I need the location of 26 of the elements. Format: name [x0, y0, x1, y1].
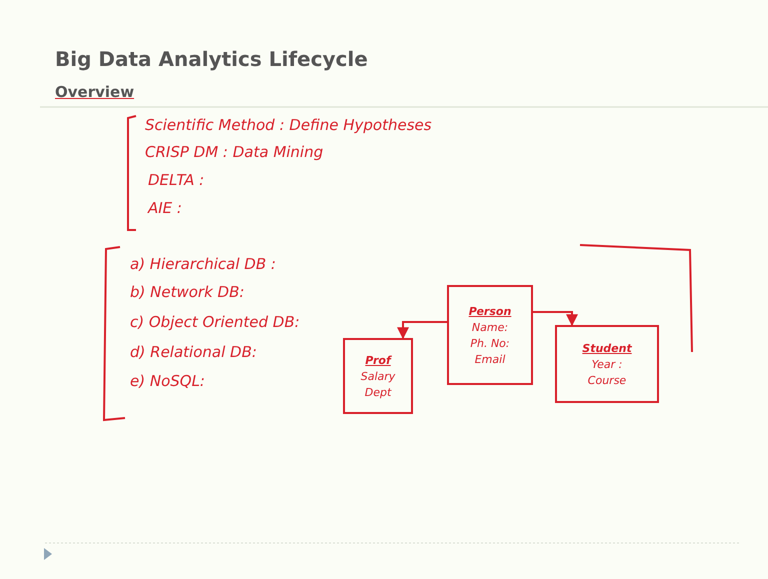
attribute-label: Email — [474, 352, 506, 366]
slide-title: Big Data Analytics Lifecycle — [55, 47, 368, 71]
entity-name: Prof — [365, 354, 391, 366]
handwritten-note: a) Hierarchical DB : — [130, 255, 276, 273]
attribute-label: Ph. No: — [470, 336, 510, 350]
handwritten-note: CRISP DM : Data Mining — [145, 143, 324, 161]
attribute-label: Course — [588, 374, 626, 386]
attribute-label: Dept — [364, 386, 392, 398]
entity-box — [343, 338, 413, 414]
entity-box — [555, 325, 659, 403]
handwritten-note: AIE : — [148, 199, 182, 217]
handwritten-note: d) Relational DB: — [130, 343, 257, 361]
attribute-label: Year : — [592, 358, 622, 370]
subtitle: Overview — [55, 83, 134, 101]
handwritten-note: c) Object Oriented DB: — [130, 313, 300, 331]
entity-name: Person — [468, 304, 512, 318]
arrow — [533, 311, 578, 326]
arrow — [397, 321, 447, 340]
handwritten-note: DELTA : — [148, 171, 204, 189]
handwritten-note: b) Network DB: — [130, 283, 244, 301]
attribute-label: Name: — [472, 320, 508, 334]
handwritten-note: e) NoSQL: — [130, 372, 205, 390]
entity-name: Student — [582, 342, 632, 354]
attribute-label: Salary — [360, 370, 396, 382]
handwritten-note: Scientific Method : Define Hypotheses — [145, 116, 432, 134]
entity-box — [447, 285, 533, 385]
